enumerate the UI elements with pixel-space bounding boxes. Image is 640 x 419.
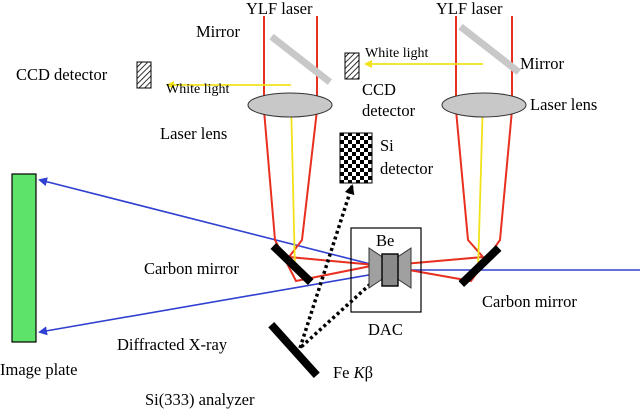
label-laser-lens-right: Laser lens <box>530 95 597 114</box>
label-image-plate: Image plate <box>0 360 77 379</box>
label-laser-lens-left: Laser lens <box>160 124 227 143</box>
label-ylf-laser-left: YLF laser <box>246 0 313 18</box>
ccd-detector-left <box>136 61 152 89</box>
mirror-left <box>269 33 333 85</box>
mirror-right <box>458 23 522 75</box>
label-si-detector-1: Si <box>380 136 394 155</box>
laser-lens-right <box>441 92 527 118</box>
carbon-mirror-right <box>458 245 502 287</box>
label-dac: DAC <box>368 320 403 339</box>
label-ccd-detector-left: CCD detector <box>16 65 108 84</box>
si333-analyzer <box>268 322 320 378</box>
label-si-detector-2: detector <box>380 159 434 178</box>
label-mirror-left: Mirror <box>196 22 240 41</box>
label-ccd-detector-right-2: detector <box>362 101 416 120</box>
label-carbon-mirror-right: Carbon mirror <box>482 292 577 311</box>
laser-lens-left <box>247 92 333 118</box>
image-plate <box>11 173 37 343</box>
label-diffracted-xray: Diffracted X-ray <box>117 335 228 354</box>
label-white-light-right: White light <box>365 46 428 61</box>
label-si333-analyzer: Si(333) analyzer <box>145 390 255 409</box>
label-be: Be <box>376 231 394 250</box>
xray-beams <box>38 177 640 336</box>
label-white-light-left: White light <box>166 82 229 97</box>
dac-box <box>350 227 422 313</box>
diffracted-xray-upper <box>38 177 387 269</box>
label-mirror-right: Mirror <box>520 54 564 73</box>
label-ccd-detector-right-1: CCD <box>362 80 396 99</box>
be-gasket <box>381 253 399 287</box>
carbon-mirror-left <box>270 243 314 285</box>
ccd-detector-right <box>344 52 360 80</box>
label-carbon-mirror-left: Carbon mirror <box>144 259 239 278</box>
si-detector <box>339 132 373 184</box>
label-ylf-laser-right: YLF laser <box>436 0 503 18</box>
label-fe-kbeta: Fe Kβ <box>333 363 373 382</box>
diffracted-xray-lower <box>38 271 387 336</box>
dac-assembly <box>350 227 422 313</box>
